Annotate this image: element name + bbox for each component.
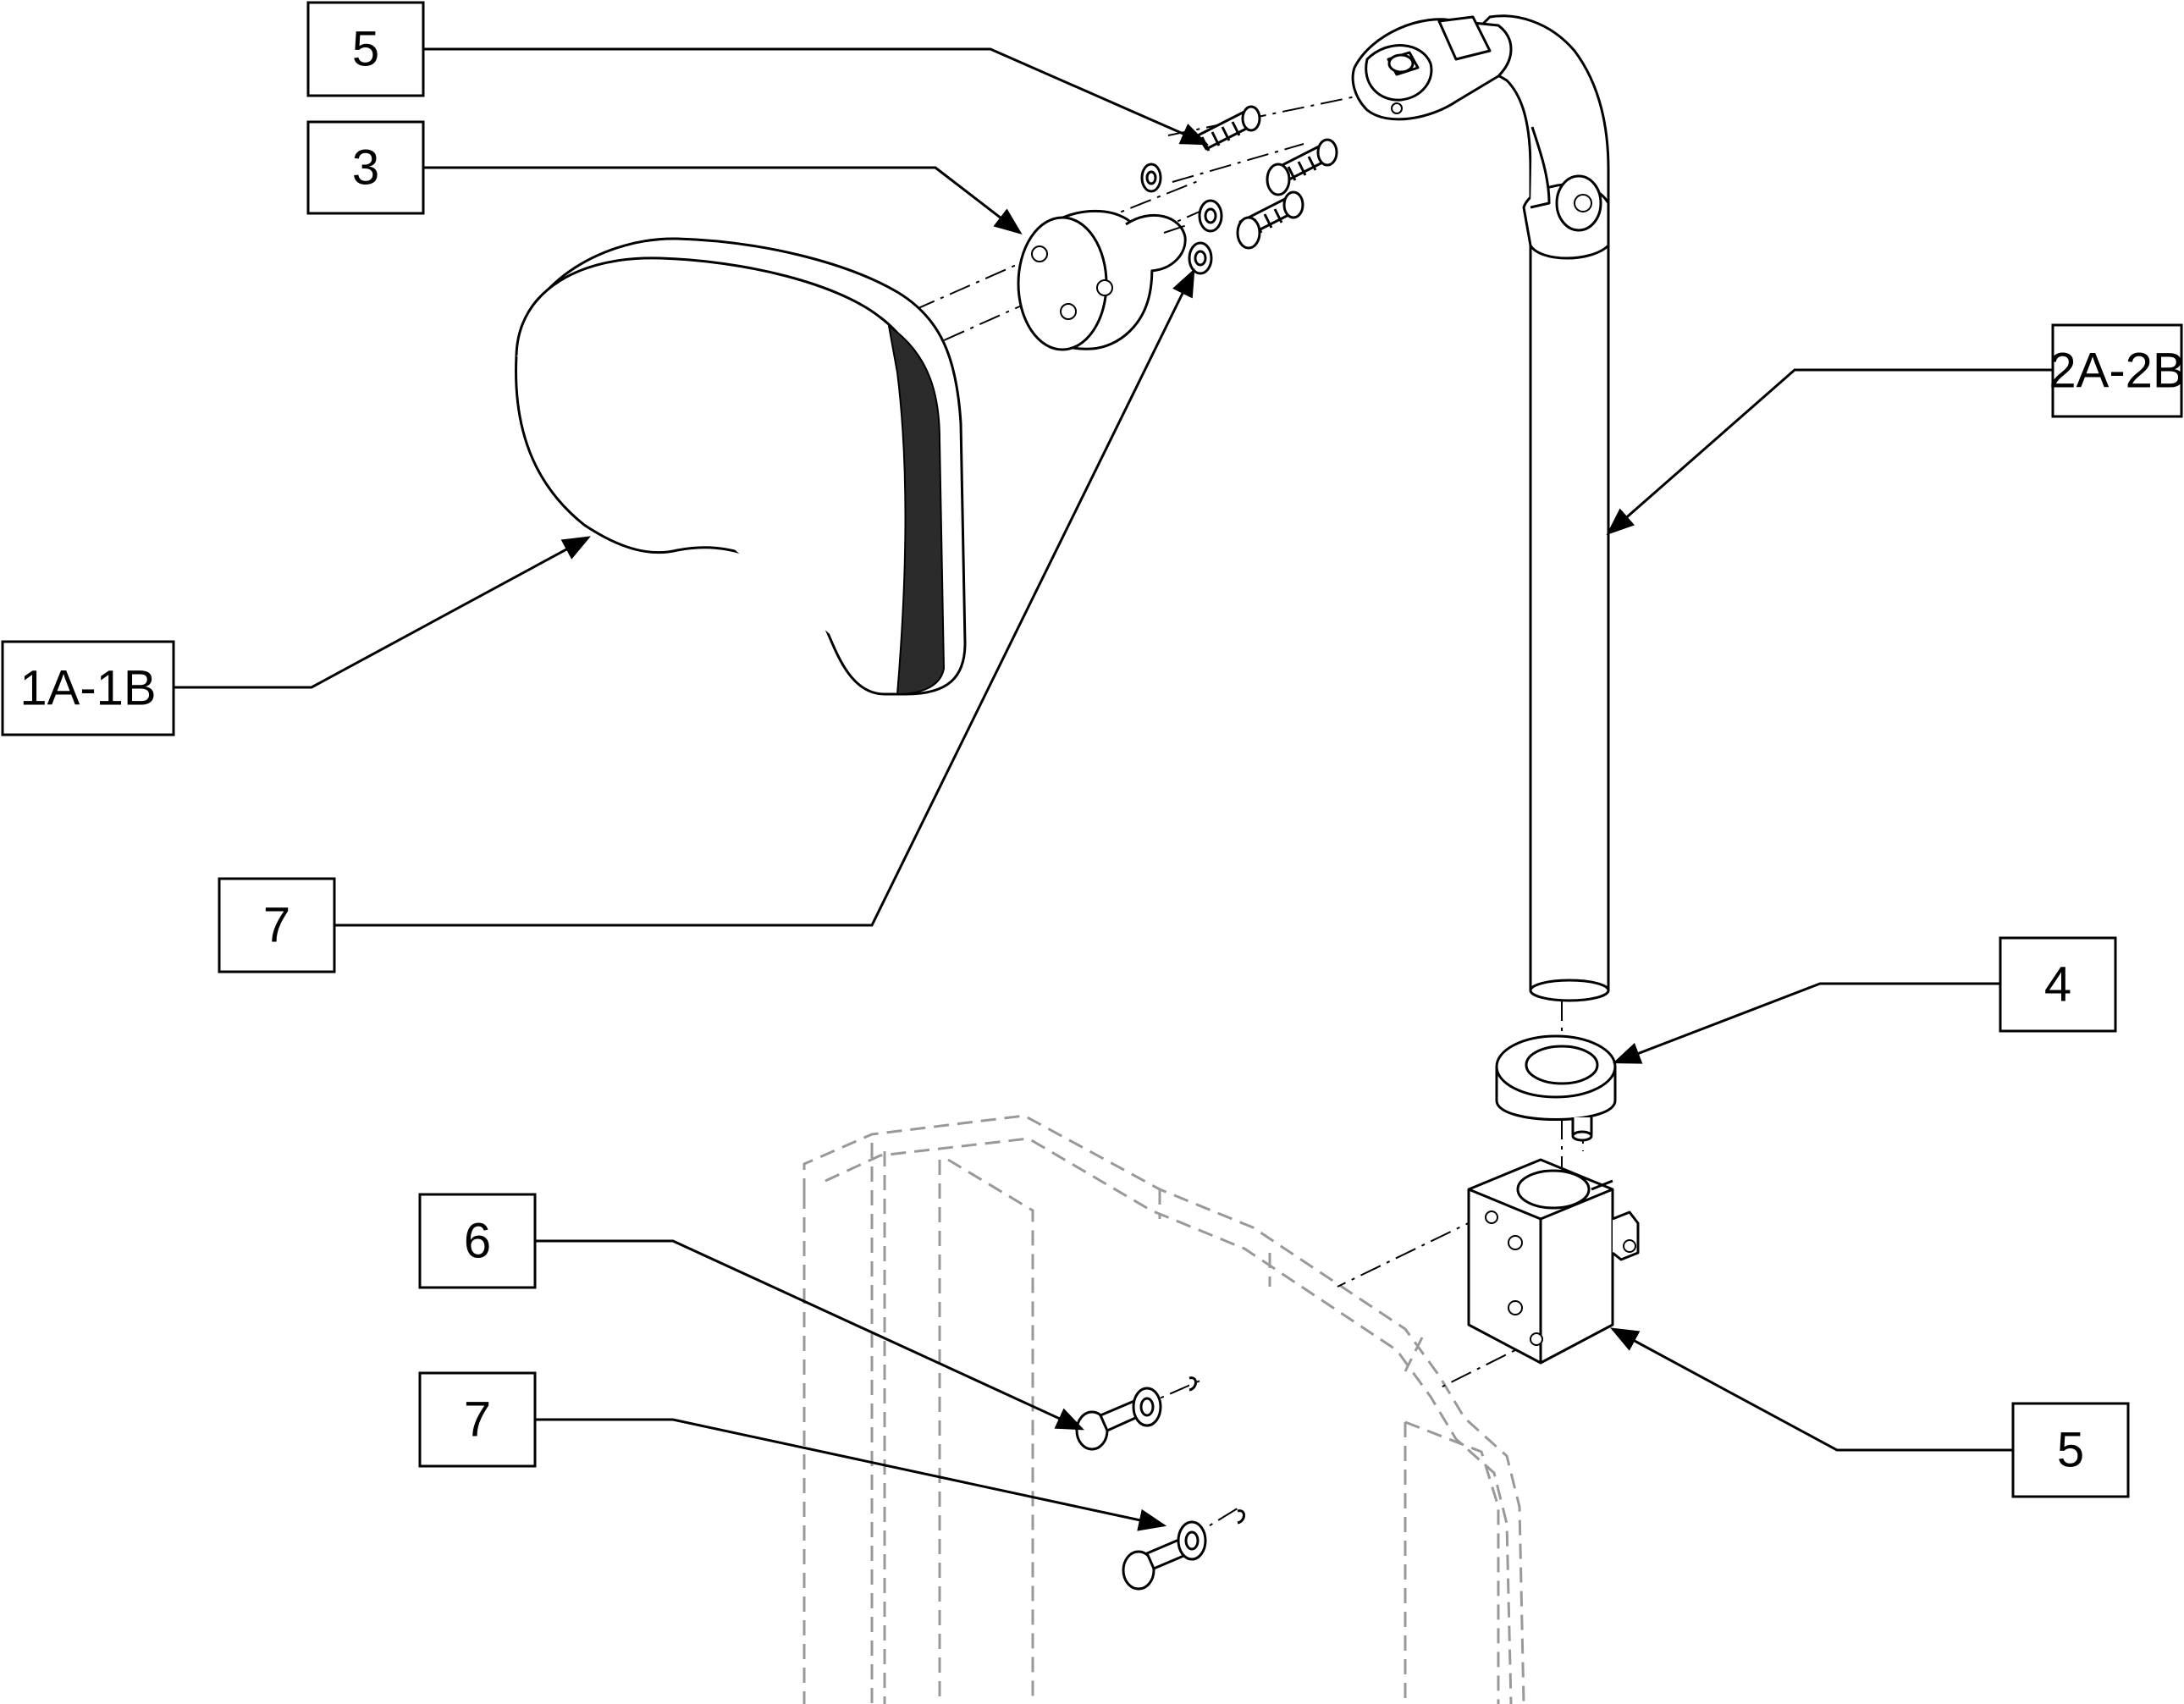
leader-6: [535, 1239, 1084, 1431]
callout-7-bottom: 7: [418, 1371, 537, 1468]
leader-2a2b: [1606, 368, 2053, 536]
callout-7-top: 7: [218, 877, 336, 973]
upper-screw-3: [1188, 190, 1304, 275]
callout-1a1b: 1A-1B: [1, 640, 175, 736]
callout-6-label: 6: [464, 1214, 491, 1269]
callout-2a2b: 2A-2B: [2049, 323, 2184, 418]
callout-5-bottom: 5: [2011, 1402, 2130, 1498]
callout-5-top-label: 5: [352, 22, 379, 77]
leader-lines: [174, 47, 2053, 1531]
lower-screw-1: [1075, 1376, 1197, 1451]
callout-4-label: 4: [2044, 957, 2071, 1012]
callout-2a2b-label: 2A-2B: [2049, 344, 2184, 399]
upper-screw-1: [1140, 105, 1261, 193]
callout-5-bottom-label: 5: [2057, 1423, 2084, 1478]
leader-1a1b: [174, 536, 591, 689]
upper-screw-2: [1198, 138, 1338, 233]
leader-5-top: [423, 47, 1210, 146]
callout-7-bottom-label: 7: [464, 1392, 491, 1448]
clamp-block: [1467, 1158, 1640, 1365]
callout-7-top-label: 7: [263, 898, 290, 953]
leader-3: [423, 166, 1023, 235]
callout-4: 4: [1999, 936, 2117, 1033]
leader-4: [1612, 982, 2000, 1064]
leader-5-bottom: [1610, 1327, 2013, 1452]
callout-5-top: 5: [306, 1, 425, 97]
collar-ring: [1495, 1034, 1617, 1142]
leader-7-bottom: [535, 1418, 1167, 1531]
callout-6: 6: [418, 1193, 537, 1289]
callout-1a1b-label: 1A-1B: [19, 661, 156, 716]
lower-screw-2: [1122, 1509, 1245, 1591]
upper-fasteners: [1140, 105, 1338, 275]
pad-mount-clamp: [1017, 209, 1190, 351]
callout-3: 3: [306, 120, 425, 215]
headrest-pad: [515, 237, 967, 696]
seat-back-frame: [802, 1114, 1525, 1704]
headrest-post: [1351, 14, 1610, 1002]
leader-7-top: [334, 268, 1195, 927]
callout-3-label: 3: [352, 141, 379, 196]
lower-fasteners: [1075, 1376, 1245, 1591]
